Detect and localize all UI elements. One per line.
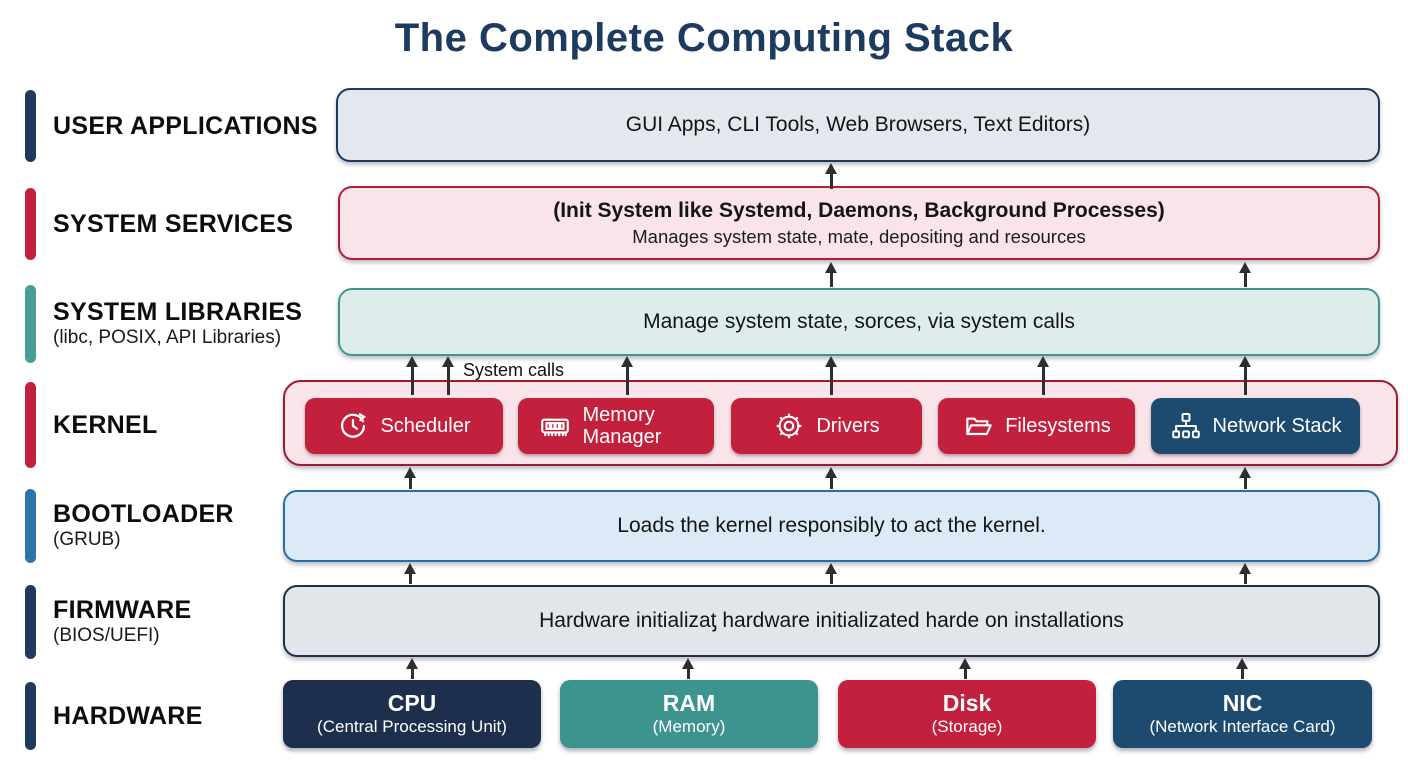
system-libraries-box: Manage system state, sorces, via system … bbox=[338, 288, 1380, 356]
ram-icon bbox=[538, 409, 572, 443]
kernel-module-label: Network Stack bbox=[1212, 414, 1342, 437]
hardware-sub: (Network Interface Card) bbox=[1149, 717, 1336, 737]
layer-label-firmware: FIRMWARE (BIOS/UEFI) bbox=[25, 585, 192, 659]
layer-label-system-libraries: SYSTEM LIBRARIES (libc, POSIX, API Libra… bbox=[25, 285, 302, 363]
layer-bar bbox=[25, 682, 36, 750]
clock-history-icon bbox=[337, 410, 369, 442]
kernel-module-filesystems: Filesystems bbox=[938, 398, 1135, 454]
hardware-cpu-box: CPU (Central Processing Unit) bbox=[283, 680, 541, 748]
system-services-line2: Manages system state, mate, depositing a… bbox=[632, 225, 1086, 247]
system-services-box: (Init System like Systemd, Daemons, Back… bbox=[338, 186, 1380, 260]
layer-label-text: SYSTEM LIBRARIES bbox=[53, 298, 303, 327]
up-arrow bbox=[405, 658, 419, 679]
hardware-name: RAM bbox=[662, 689, 716, 716]
kernel-module-memory-manager: Memory Manager bbox=[518, 398, 714, 454]
hardware-name: NIC bbox=[1222, 689, 1263, 716]
up-arrow bbox=[1235, 658, 1249, 679]
layer-bar bbox=[25, 489, 36, 563]
layer-bar bbox=[25, 382, 36, 468]
layer-label-text: USER APPLICATIONS bbox=[53, 111, 318, 140]
layer-label-bootloader: BOOTLOADER (GRUB) bbox=[25, 489, 234, 563]
layer-label-text: FIRMWARE bbox=[53, 596, 192, 625]
system-services-line1: (Init System like Systemd, Daemons, Back… bbox=[553, 198, 1165, 222]
layer-sublabel-text: (GRUB) bbox=[53, 529, 121, 551]
firmware-box: Hardware initializaƫ hardware initializa… bbox=[283, 585, 1380, 657]
layer-label-system-services: SYSTEM SERVICES bbox=[25, 188, 293, 260]
layer-sublabel-text: (BIOS/UEFI) bbox=[53, 625, 160, 647]
up-arrow bbox=[441, 356, 455, 395]
kernel-box: Scheduler Memory Manager bbox=[283, 380, 1398, 466]
kernel-module-network-stack: Network Stack bbox=[1151, 398, 1360, 454]
kernel-module-label: Drivers bbox=[816, 414, 880, 437]
up-arrow bbox=[403, 563, 417, 584]
network-icon bbox=[1170, 410, 1202, 442]
up-arrow bbox=[824, 467, 838, 489]
kernel-module-drivers: Drivers bbox=[731, 398, 922, 454]
layer-label-text: SYSTEM SERVICES bbox=[53, 209, 294, 238]
hardware-nic-box: NIC (Network Interface Card) bbox=[1113, 680, 1372, 748]
layer-bar bbox=[25, 90, 36, 162]
layer-label-user-applications: USER APPLICATIONS bbox=[25, 90, 318, 162]
up-arrow bbox=[620, 356, 634, 395]
folder-icon bbox=[962, 410, 994, 442]
up-arrow bbox=[824, 563, 838, 584]
up-arrow bbox=[1238, 467, 1252, 489]
layer-bar bbox=[25, 285, 36, 363]
up-arrow bbox=[1238, 563, 1252, 584]
up-arrow bbox=[824, 163, 838, 189]
up-arrow bbox=[824, 262, 838, 287]
system-calls-label: System calls bbox=[463, 360, 565, 380]
up-arrow bbox=[1238, 262, 1252, 287]
page-title: The Complete Computing Stack bbox=[394, 16, 1014, 60]
hardware-disk-box: Disk (Storage) bbox=[838, 680, 1096, 748]
bootloader-text: Loads the kernel responsibly to act the … bbox=[617, 514, 1046, 537]
layer-label-kernel: KERNEL bbox=[25, 382, 158, 468]
hardware-name: CPU bbox=[387, 689, 437, 716]
hardware-sub: (Memory) bbox=[652, 717, 726, 737]
up-arrow bbox=[824, 356, 838, 395]
kernel-module-scheduler: Scheduler bbox=[305, 398, 503, 454]
layer-bar bbox=[25, 188, 36, 260]
layer-bar bbox=[25, 585, 36, 659]
hardware-sub: (Storage) bbox=[931, 717, 1003, 737]
firmware-text: Hardware initializaƫ hardware initializa… bbox=[539, 609, 1124, 632]
layer-label-text: KERNEL bbox=[53, 410, 158, 439]
user-applications-box: GUI Apps, CLI Tools, Web Browsers, Text … bbox=[336, 88, 1380, 162]
hardware-sub: (Central Processing Unit) bbox=[317, 717, 507, 737]
layer-label-text: HARDWARE bbox=[53, 701, 203, 730]
gear-icon bbox=[773, 410, 805, 442]
kernel-module-label: Scheduler bbox=[380, 414, 471, 437]
up-arrow bbox=[1036, 356, 1050, 395]
hardware-ram-box: RAM (Memory) bbox=[560, 680, 818, 748]
layer-sublabel-text: (libc, POSIX, API Libraries) bbox=[53, 327, 282, 349]
system-libraries-text: Manage system state, sorces, via system … bbox=[643, 310, 1075, 333]
user-applications-text: GUI Apps, CLI Tools, Web Browsers, Text … bbox=[625, 113, 1091, 136]
up-arrow bbox=[958, 658, 972, 679]
up-arrow bbox=[403, 467, 417, 489]
layer-label-text: BOOTLOADER bbox=[53, 500, 234, 529]
layer-label-hardware: HARDWARE bbox=[25, 682, 203, 750]
kernel-module-label: Filesystems bbox=[1005, 414, 1111, 437]
hardware-name: Disk bbox=[942, 689, 992, 716]
up-arrow bbox=[405, 356, 419, 395]
up-arrow bbox=[1238, 356, 1252, 395]
kernel-module-label: Memory Manager bbox=[582, 403, 662, 448]
up-arrow bbox=[681, 658, 695, 679]
bootloader-box: Loads the kernel responsibly to act the … bbox=[283, 490, 1380, 562]
